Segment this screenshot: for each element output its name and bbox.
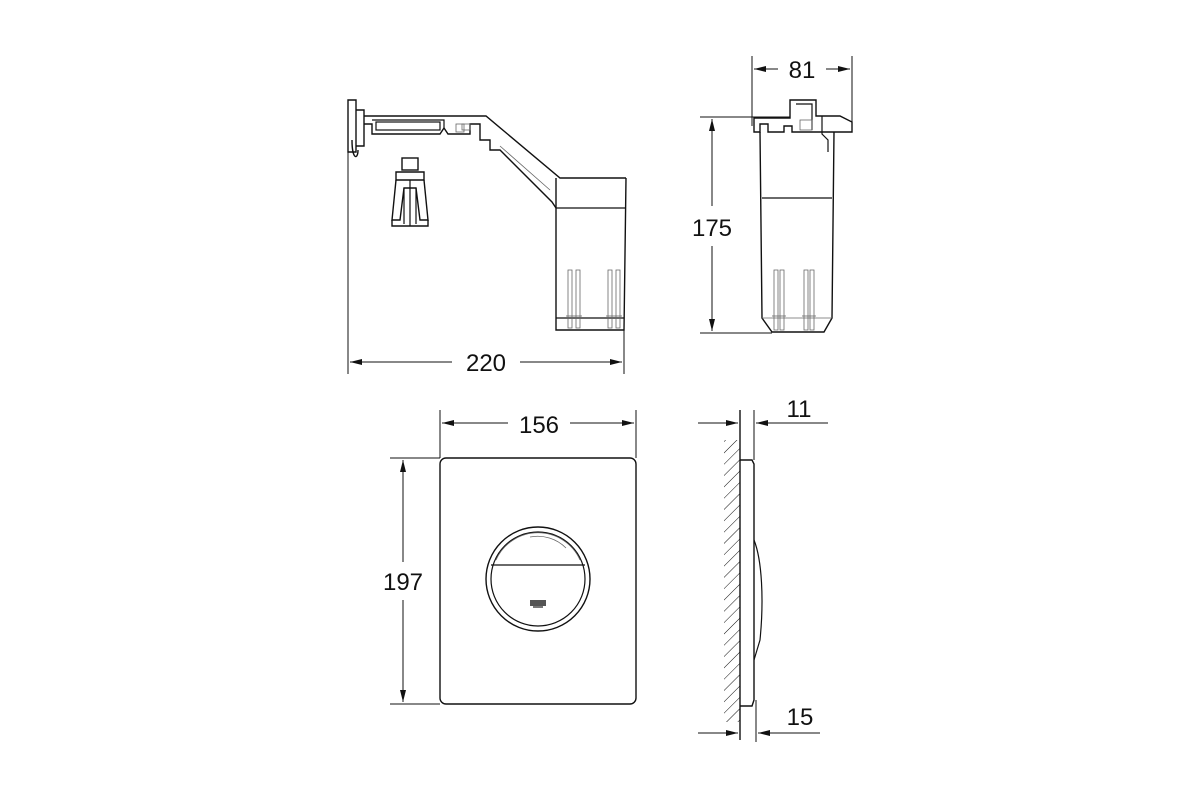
wall-hatch	[724, 440, 740, 722]
plate-side-view: 11 15	[698, 396, 828, 742]
valve-component	[391, 157, 429, 227]
dimension-11: 11	[787, 396, 812, 423]
brand-logo	[530, 600, 546, 608]
slot-group-side	[566, 269, 622, 329]
plate-front-view: 156 197	[383, 410, 637, 705]
dimension-156: 156	[519, 412, 559, 439]
front-view: 81 175	[692, 56, 853, 334]
flush-button-outer	[485, 526, 591, 632]
flush-button-inner	[490, 531, 586, 627]
slot-group-front	[772, 269, 816, 331]
dimension-220: 220	[466, 350, 506, 377]
side-view: 220	[347, 99, 627, 377]
dimension-15: 15	[787, 704, 814, 731]
dimension-197: 197	[383, 569, 423, 596]
dimension-81: 81	[789, 57, 816, 84]
dimension-175: 175	[692, 215, 732, 242]
